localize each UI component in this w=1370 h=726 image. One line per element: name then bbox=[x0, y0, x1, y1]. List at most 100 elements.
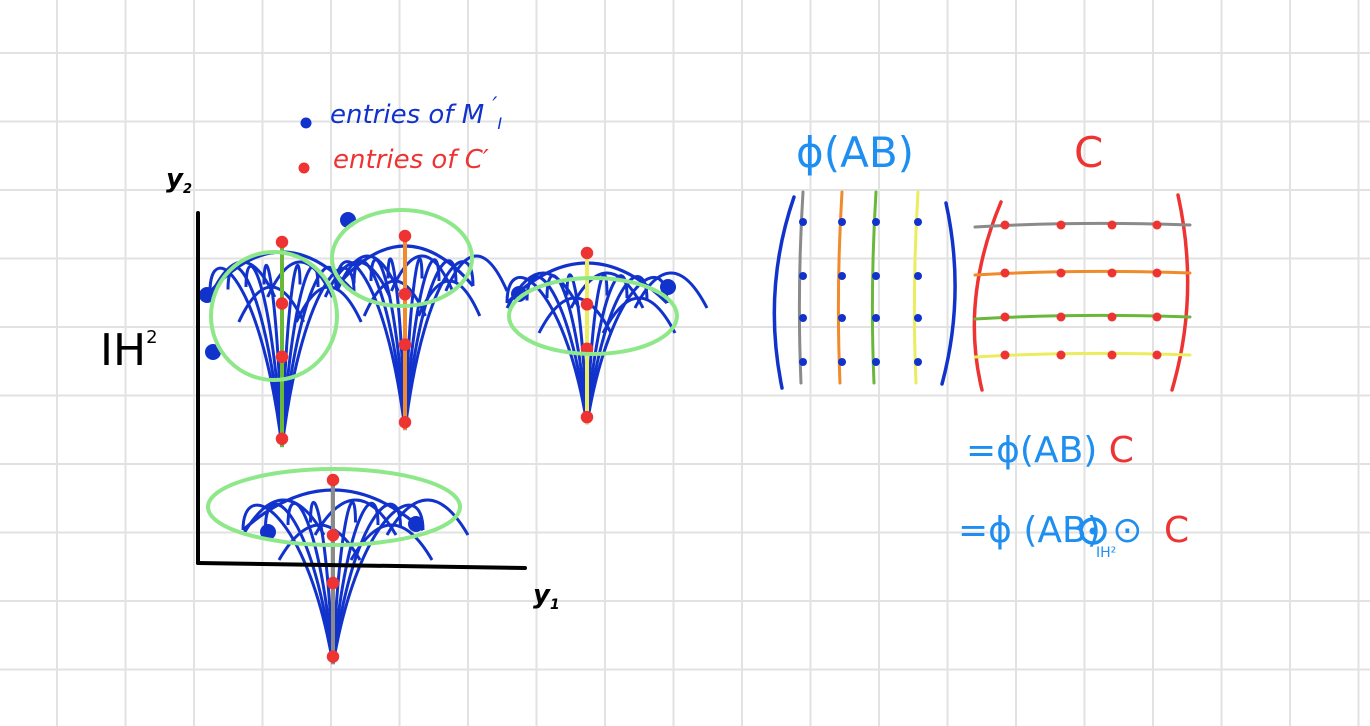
right-matrix-entry bbox=[1152, 312, 1162, 322]
left-matrix-entry bbox=[838, 272, 846, 280]
right-matrix-entry bbox=[1000, 268, 1010, 278]
right-matrix-entry bbox=[1107, 350, 1117, 360]
red-entry-point bbox=[398, 338, 412, 351]
geodesic-curve bbox=[309, 501, 335, 665]
geodesic-curve bbox=[369, 258, 407, 431]
right-matrix-entry bbox=[1000, 350, 1010, 360]
right-matrix-entry bbox=[1152, 220, 1162, 230]
red-entry-point bbox=[580, 246, 594, 260]
neighborhood-ellipse bbox=[206, 467, 462, 547]
left-matrix-entry bbox=[914, 218, 922, 226]
cone-1 bbox=[199, 235, 392, 448]
left-matrix-entry bbox=[799, 358, 807, 366]
y-axis-letter: y bbox=[166, 164, 183, 194]
geodesic-arc bbox=[313, 498, 398, 536]
red-entry-point bbox=[398, 287, 412, 301]
right-matrix-entry bbox=[1152, 350, 1162, 360]
right-matrix-entry bbox=[1056, 312, 1066, 322]
legend-red-label: entries of C′ bbox=[333, 145, 489, 175]
odot-circle bbox=[1079, 517, 1107, 545]
left-matrix-entry bbox=[799, 218, 807, 226]
y-axis-subscript: 2 bbox=[182, 182, 192, 198]
geodesic-curve bbox=[335, 260, 407, 431]
legend-blue-text: entries of M bbox=[330, 100, 485, 130]
geodesic-curve bbox=[280, 264, 302, 448]
neighborhood-ellipse bbox=[330, 208, 474, 308]
geodesic-curve bbox=[208, 266, 284, 448]
red-entry-point bbox=[326, 528, 340, 542]
left-matrix-title: ϕ(AB) bbox=[796, 128, 915, 177]
cone-3 bbox=[505, 246, 709, 425]
odot-dot bbox=[1089, 527, 1097, 535]
equation-2-left: =ϕ (AB) ⊙ bbox=[958, 510, 1143, 551]
cone-4 bbox=[206, 467, 470, 665]
blue-entry-point bbox=[199, 287, 215, 303]
red-entry-point bbox=[326, 576, 340, 590]
right-matrix-open-paren bbox=[972, 200, 1003, 392]
equation-1-right: C bbox=[1108, 430, 1134, 471]
geodesic-arc bbox=[266, 260, 334, 298]
red-entry-point bbox=[275, 297, 289, 310]
right-matrix-close-paren bbox=[1170, 193, 1190, 392]
x-axis-letter: y bbox=[533, 580, 550, 610]
geodesic-curve bbox=[286, 502, 335, 665]
geodesic-curve bbox=[403, 257, 424, 431]
left-matrix-entry bbox=[872, 314, 880, 322]
left-matrix-entry bbox=[914, 314, 922, 322]
left-matrix-entry bbox=[838, 314, 846, 322]
legend-dots bbox=[298, 117, 312, 174]
cone-2 bbox=[330, 208, 509, 431]
space-label: IH2 bbox=[100, 325, 158, 376]
space-label-sup: 2 bbox=[146, 327, 158, 349]
space-label-text: IH bbox=[100, 325, 147, 376]
left-matrix-close-paren bbox=[940, 201, 957, 386]
red-entry-point bbox=[580, 298, 594, 311]
blue-entry-point bbox=[260, 524, 276, 540]
right-matrix-entry bbox=[1107, 312, 1117, 322]
matrices-layer bbox=[772, 190, 1192, 392]
right-matrix-entry bbox=[1056, 268, 1066, 278]
equation-2-right: C bbox=[1164, 510, 1190, 551]
geodesic-curve bbox=[331, 502, 380, 665]
geodesic-arc bbox=[569, 271, 645, 309]
equation-2-sub: IH² bbox=[1096, 545, 1117, 561]
geodesic-curve bbox=[386, 257, 407, 431]
right-matrix-entry bbox=[1152, 268, 1162, 278]
geodesic-curve bbox=[241, 503, 335, 665]
geodesic-curve bbox=[262, 264, 284, 448]
y-axis-label: y2 bbox=[166, 164, 192, 197]
geodesic-arc bbox=[385, 498, 470, 536]
geodesic-curve bbox=[585, 273, 609, 425]
left-matrix-entry bbox=[872, 272, 880, 280]
right-matrix-entry bbox=[1000, 312, 1010, 322]
neighborhood-ellipse bbox=[209, 250, 339, 382]
geodesic-arc bbox=[444, 254, 509, 292]
cones-layer bbox=[199, 208, 709, 665]
red-entry-point bbox=[398, 415, 412, 429]
right-matrix-entry bbox=[1000, 220, 1010, 230]
x-axis-subscript: 1 bbox=[549, 597, 560, 614]
red-entry-point bbox=[326, 650, 340, 663]
red-entry-point bbox=[275, 350, 289, 364]
right-matrix-title: C bbox=[1074, 128, 1104, 177]
equation-marks bbox=[1079, 517, 1107, 545]
red-entry-point bbox=[275, 235, 289, 249]
geodesic-arc bbox=[390, 254, 454, 292]
equation-1: =ϕ(AB) C bbox=[966, 430, 1134, 471]
red-entry-point bbox=[326, 473, 340, 487]
blue-entry-point bbox=[408, 516, 424, 532]
geodesic-curve bbox=[244, 264, 284, 448]
legend-blue-dot bbox=[300, 117, 312, 129]
equation-1-left: =ϕ(AB) bbox=[966, 430, 1098, 471]
left-matrix-entry bbox=[799, 272, 807, 280]
x-axis-label: y1 bbox=[533, 580, 560, 613]
legend-blue-prime: ′ bbox=[492, 94, 498, 119]
left-matrix-entry bbox=[914, 272, 922, 280]
right-matrix-entry bbox=[1107, 268, 1117, 278]
right-matrix-entry bbox=[1056, 350, 1066, 360]
geodesic-curve bbox=[331, 503, 425, 665]
red-entry-point bbox=[275, 432, 289, 446]
blue-entry-point bbox=[660, 279, 676, 295]
left-matrix-entry bbox=[799, 314, 807, 322]
